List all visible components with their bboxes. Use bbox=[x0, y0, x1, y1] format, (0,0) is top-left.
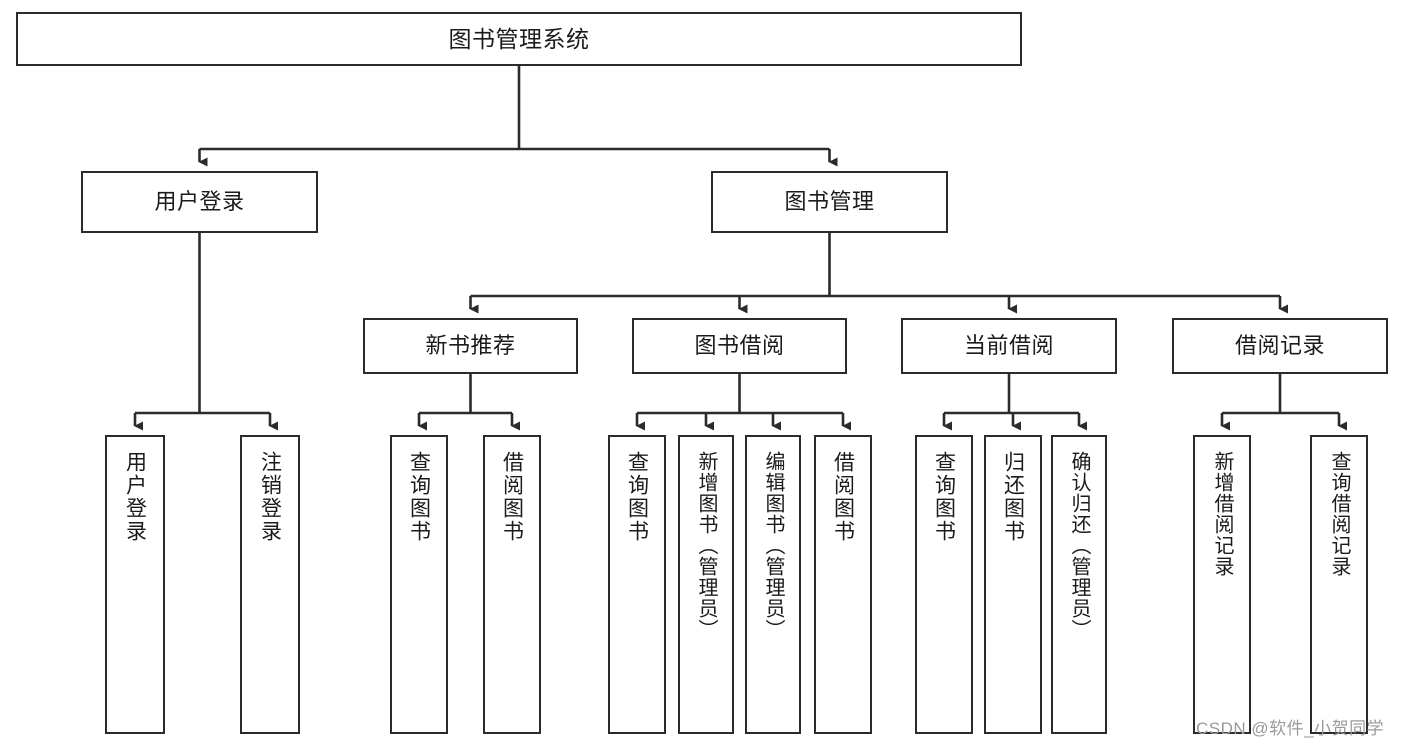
leaf-borrow-book[interactable]: 借阅图书 bbox=[814, 435, 872, 734]
node-new-book-recommendation-label: 新书推荐 bbox=[425, 333, 516, 359]
leaf-return-book-label: 归还图书 bbox=[1001, 451, 1025, 543]
csdn-watermark: CSDN @软件_小贺同学 bbox=[1196, 719, 1385, 738]
node-root[interactable]: 图书管理系统 bbox=[16, 12, 1022, 66]
leaf-user-logout[interactable]: 注销登录 bbox=[240, 435, 300, 734]
node-book-management[interactable]: 图书管理 bbox=[711, 171, 948, 233]
leaf-query-borrow-record[interactable]: 查询借阅记录 bbox=[1310, 435, 1368, 734]
leaf-return-book[interactable]: 归还图书 bbox=[984, 435, 1042, 734]
leaf-query-books-current[interactable]: 查询图书 bbox=[915, 435, 973, 734]
leaf-borrow-books-recommend[interactable]: 借阅图书 bbox=[483, 435, 541, 734]
leaf-add-book-admin-label: 新增图书（管理员） bbox=[695, 451, 717, 640]
node-new-book-recommendation[interactable]: 新书推荐 bbox=[363, 318, 578, 374]
node-current-borrow-label: 当前借阅 bbox=[963, 333, 1054, 359]
leaf-edit-book-admin-label: 编辑图书（管理员） bbox=[762, 451, 784, 640]
leaf-user-logout-label: 注销登录 bbox=[258, 451, 282, 543]
leaf-query-books-borrow-label: 查询图书 bbox=[625, 451, 649, 543]
node-root-label: 图书管理系统 bbox=[448, 25, 590, 52]
node-book-borrow-label: 图书借阅 bbox=[694, 333, 785, 359]
node-borrow-record[interactable]: 借阅记录 bbox=[1172, 318, 1388, 374]
leaf-user-login-label: 用户登录 bbox=[123, 451, 147, 543]
node-book-borrow[interactable]: 图书借阅 bbox=[632, 318, 847, 374]
leaf-query-books-borrow[interactable]: 查询图书 bbox=[608, 435, 666, 734]
leaf-confirm-return-admin[interactable]: 确认归还（管理员） bbox=[1051, 435, 1107, 734]
leaf-borrow-book-label: 借阅图书 bbox=[831, 451, 855, 543]
leaf-query-books-recommend[interactable]: 查询图书 bbox=[390, 435, 448, 734]
leaf-query-books-recommend-label: 查询图书 bbox=[407, 451, 431, 543]
node-user-login-label: 用户登录 bbox=[154, 189, 245, 215]
leaf-add-book-admin[interactable]: 新增图书（管理员） bbox=[678, 435, 734, 734]
leaf-query-books-current-label: 查询图书 bbox=[932, 451, 956, 543]
node-user-login[interactable]: 用户登录 bbox=[81, 171, 318, 233]
leaf-user-login[interactable]: 用户登录 bbox=[105, 435, 165, 734]
leaf-borrow-books-recommend-label: 借阅图书 bbox=[500, 451, 524, 543]
leaf-confirm-return-admin-label: 确认归还（管理员） bbox=[1068, 451, 1090, 640]
node-current-borrow[interactable]: 当前借阅 bbox=[901, 318, 1117, 374]
leaf-add-borrow-record-label: 新增借阅记录 bbox=[1211, 451, 1233, 577]
leaf-add-borrow-record[interactable]: 新增借阅记录 bbox=[1193, 435, 1251, 734]
leaf-query-borrow-record-label: 查询借阅记录 bbox=[1328, 451, 1350, 577]
leaf-edit-book-admin[interactable]: 编辑图书（管理员） bbox=[745, 435, 801, 734]
node-borrow-record-label: 借阅记录 bbox=[1234, 333, 1325, 359]
node-book-management-label: 图书管理 bbox=[784, 189, 875, 215]
